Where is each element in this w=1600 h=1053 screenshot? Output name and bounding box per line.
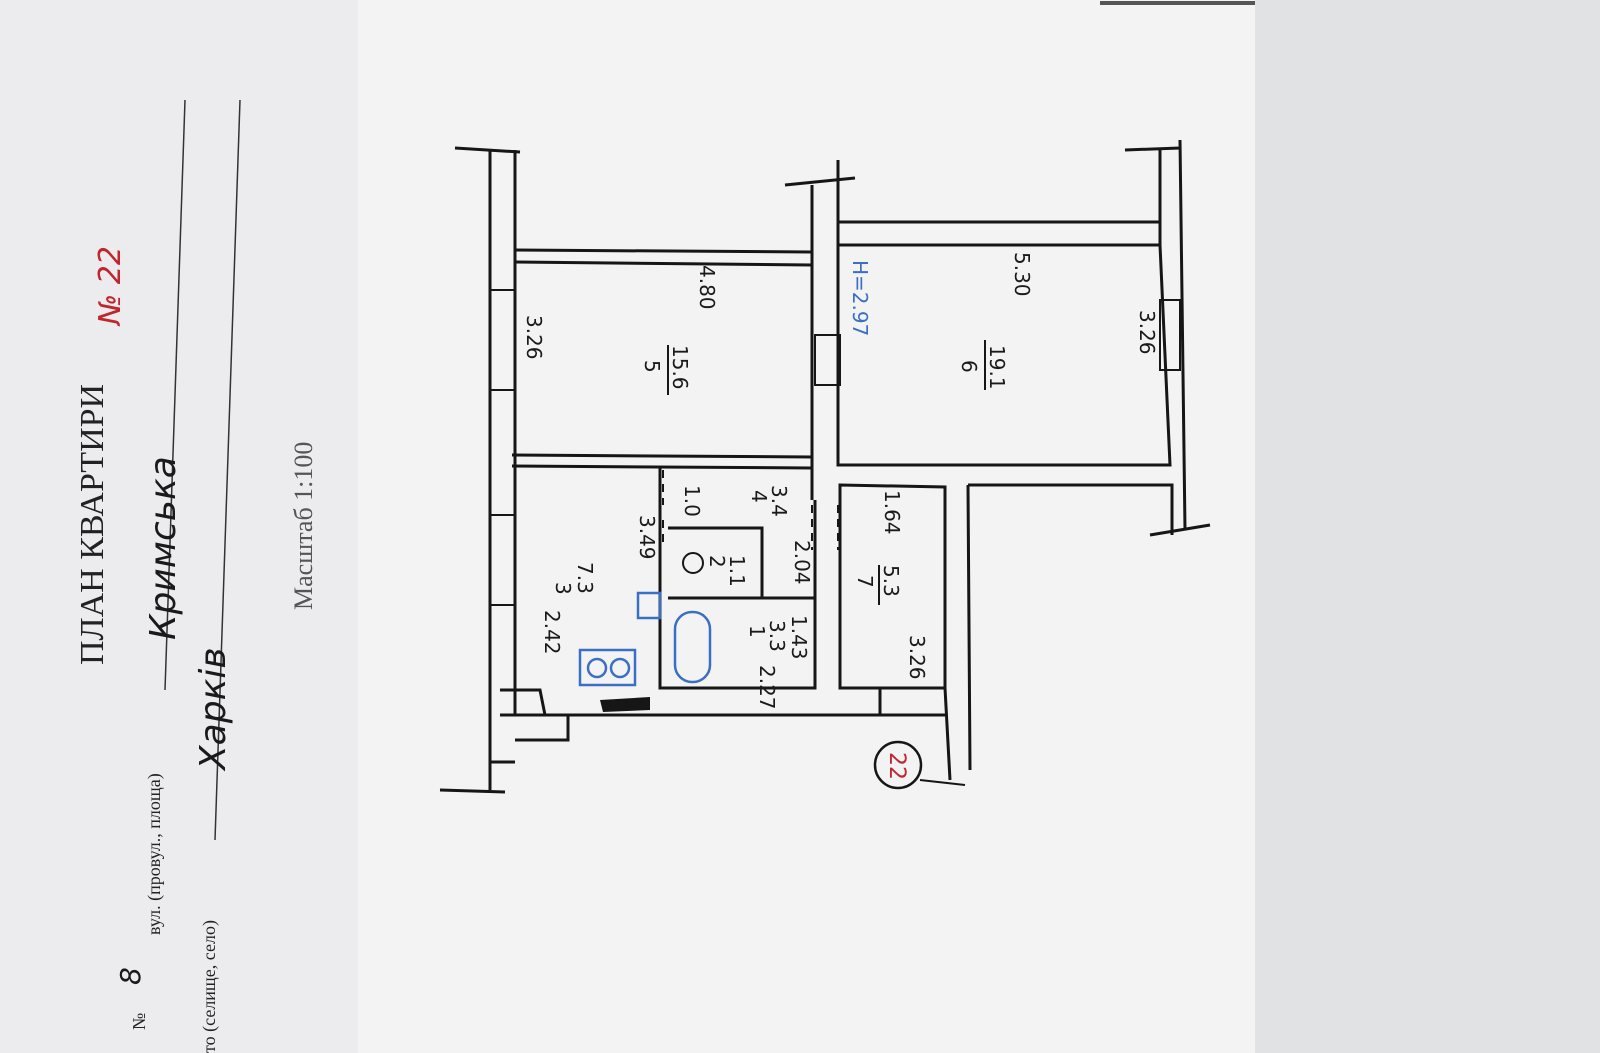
fixtures	[578, 552, 712, 687]
room-3-length: 3.49	[635, 515, 659, 560]
room-6-area: 19.1	[985, 345, 1009, 390]
room-1-area: 3.3	[765, 620, 789, 652]
main-sheet	[358, 0, 1258, 1053]
city-label: то (селище, село)	[199, 920, 220, 1053]
city-value: Харків	[193, 647, 234, 772]
apartment-number: № 22	[93, 246, 128, 327]
room-1-length: 1.43	[787, 615, 811, 660]
window-icon	[489, 514, 516, 606]
room-3-area: 7.3	[573, 562, 597, 594]
apartment-stamp	[873, 740, 923, 790]
apartment-stamp-number: 22	[884, 752, 909, 780]
ceiling-height: H=2.97	[848, 260, 872, 336]
room-7-length: 1.64	[880, 490, 904, 535]
house-number: 8	[114, 967, 147, 985]
vent-icon	[600, 697, 650, 712]
room-5-length: 4.80	[695, 265, 719, 310]
scale-label: Масштаб 1:100	[289, 442, 318, 610]
room-6-number: 6	[957, 360, 981, 373]
room-2-area: 1.1	[725, 555, 749, 587]
room-5-number: 5	[640, 360, 664, 373]
bathtub-icon	[673, 610, 712, 684]
room-1-width: 2.27	[755, 665, 779, 710]
walls	[439, 139, 1211, 794]
room-4-number: 4	[747, 490, 771, 503]
city-underline	[214, 99, 241, 841]
toilet-icon	[682, 552, 704, 574]
street-underline	[164, 99, 186, 691]
room-2-number: 2	[705, 555, 729, 568]
door-icon	[814, 334, 841, 386]
plan-title: ПЛАН КВАРТИРИ	[74, 384, 111, 665]
street-label: вул. (провул., площа)	[144, 773, 165, 935]
room-4-length: 2.04	[790, 540, 814, 585]
room-3-width: 2.42	[540, 610, 564, 655]
house-label: №	[129, 1013, 149, 1030]
room-7-area: 5.3	[879, 565, 903, 597]
room-7-width: 3.26	[905, 635, 929, 680]
boiler-icon	[636, 591, 662, 620]
room-6-length: 5.30	[1010, 252, 1034, 297]
window-icon	[489, 289, 516, 391]
right-background	[1255, 0, 1600, 1053]
left-sheet	[0, 0, 360, 1053]
street-value: Кримська	[143, 456, 184, 640]
room-6-width: 3.26	[1135, 310, 1159, 355]
room-4-width: 1.0	[680, 485, 704, 517]
window-icon	[1159, 299, 1181, 371]
room-7-number: 7	[853, 575, 877, 588]
room-4-area: 3.4	[767, 485, 791, 517]
room-5-area: 15.6	[668, 345, 692, 390]
stove-icon	[578, 648, 637, 687]
room-3-number: 3	[551, 582, 575, 595]
room-5-width: 3.26	[522, 315, 546, 360]
room-1-number: 1	[745, 625, 769, 638]
room-labels: 5 15.6 3.26 4.80 6 19.1 3.26 5.30 H=2.97…	[522, 252, 1159, 710]
